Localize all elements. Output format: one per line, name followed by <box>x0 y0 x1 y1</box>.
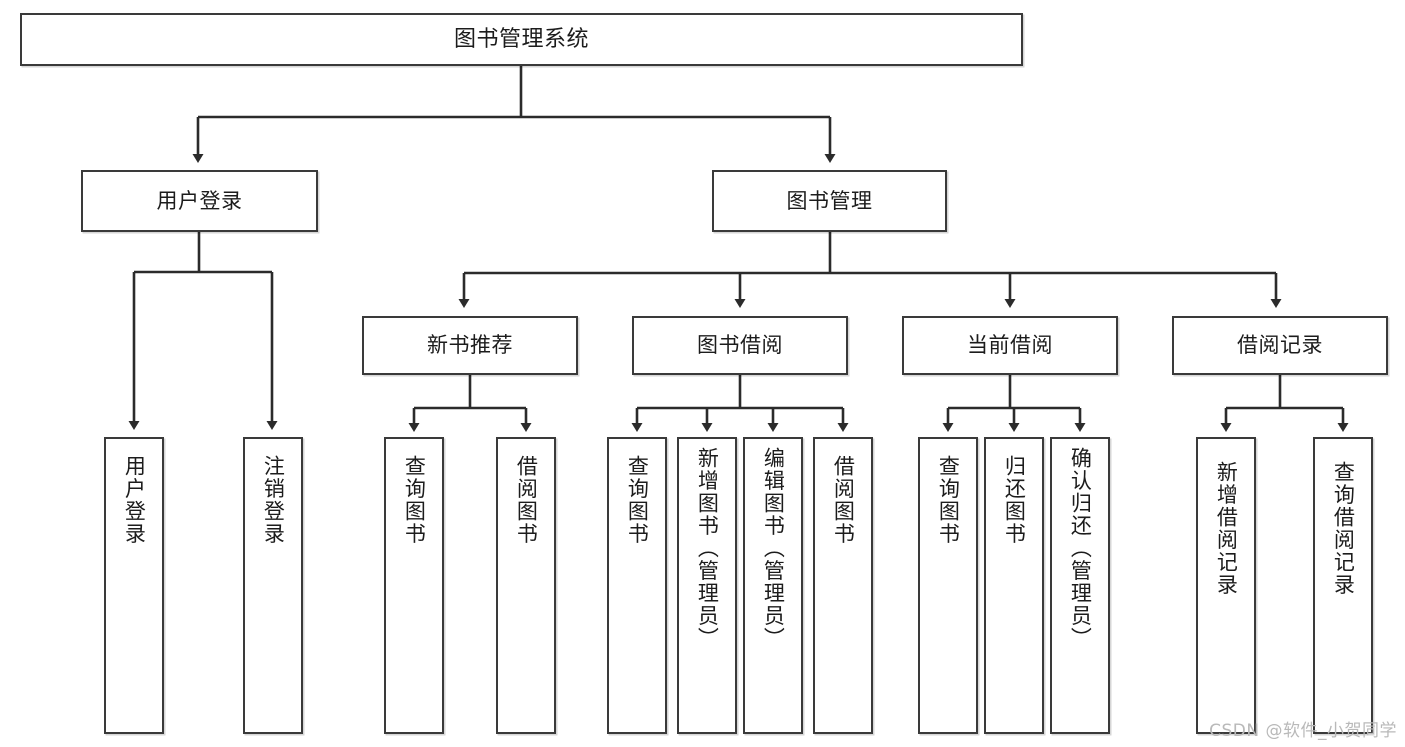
node-leaf-edit-book[interactable]: 编辑图书（管理员） <box>743 437 803 734</box>
node-root-label: 图书管理系统 <box>453 26 589 52</box>
node-current-borrow-label: 当前借阅 <box>967 333 1053 358</box>
node-book-management-label: 图书管理 <box>786 188 873 213</box>
node-leaf-query-book-2-label: 查询图书 <box>625 455 650 545</box>
node-new-book-recommend-label: 新书推荐 <box>427 333 513 358</box>
node-leaf-query-book-1[interactable]: 查询图书 <box>384 437 444 734</box>
node-leaf-logout-login-label: 注销登录 <box>261 455 286 545</box>
node-borrow-record[interactable]: 借阅记录 <box>1172 316 1388 375</box>
node-leaf-add-book[interactable]: 新增图书（管理员） <box>677 437 737 734</box>
node-leaf-logout-login[interactable]: 注销登录 <box>243 437 303 734</box>
node-leaf-edit-book-label: 编辑图书（管理员） <box>761 447 786 650</box>
node-current-borrow[interactable]: 当前借阅 <box>902 316 1118 375</box>
node-leaf-query-book-1-label: 查询图书 <box>402 455 427 545</box>
node-leaf-borrow-book-2-label: 借阅图书 <box>831 455 856 545</box>
node-leaf-confirm-return[interactable]: 确认归还（管理员） <box>1050 437 1110 734</box>
node-leaf-add-record-label: 新增借阅记录 <box>1214 461 1239 596</box>
node-borrow-record-label: 借阅记录 <box>1237 333 1323 358</box>
node-leaf-borrow-book-1-label: 借阅图书 <box>514 455 539 545</box>
node-user-login[interactable]: 用户登录 <box>81 170 318 232</box>
node-user-login-label: 用户登录 <box>156 188 243 213</box>
node-leaf-return-book[interactable]: 归还图书 <box>984 437 1044 734</box>
node-leaf-add-book-label: 新增图书（管理员） <box>695 447 720 650</box>
node-book-borrow[interactable]: 图书借阅 <box>632 316 848 375</box>
node-book-management[interactable]: 图书管理 <box>712 170 947 232</box>
node-leaf-borrow-book-2[interactable]: 借阅图书 <box>813 437 873 734</box>
node-leaf-query-book-3-label: 查询图书 <box>936 455 961 545</box>
node-leaf-query-record[interactable]: 查询借阅记录 <box>1313 437 1373 734</box>
node-leaf-user-login[interactable]: 用户登录 <box>104 437 164 734</box>
node-leaf-return-book-label: 归还图书 <box>1002 455 1027 545</box>
node-leaf-confirm-return-label: 确认归还（管理员） <box>1068 447 1093 650</box>
node-leaf-query-book-3[interactable]: 查询图书 <box>918 437 978 734</box>
node-book-borrow-label: 图书借阅 <box>697 333 783 358</box>
node-leaf-add-record[interactable]: 新增借阅记录 <box>1196 437 1256 734</box>
node-leaf-query-book-2[interactable]: 查询图书 <box>607 437 667 734</box>
node-leaf-borrow-book-1[interactable]: 借阅图书 <box>496 437 556 734</box>
node-root[interactable]: 图书管理系统 <box>20 13 1023 66</box>
node-leaf-user-login-label: 用户登录 <box>122 455 147 545</box>
node-leaf-query-record-label: 查询借阅记录 <box>1331 461 1356 596</box>
node-new-book-recommend[interactable]: 新书推荐 <box>362 316 578 375</box>
